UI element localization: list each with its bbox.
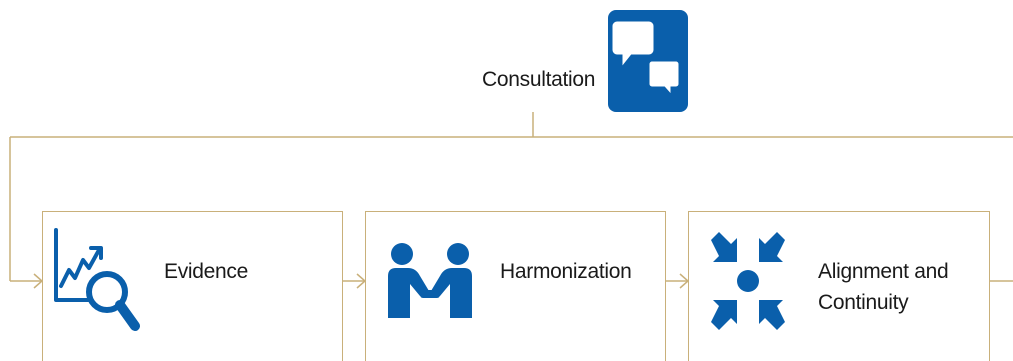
chart-magnifier-icon [51, 228, 141, 343]
evidence-box: Evidence [42, 211, 343, 361]
alignment-continuity-box: Alignment and Continuity [688, 211, 990, 361]
alignment-continuity-label: Alignment and Continuity [818, 260, 949, 314]
speech-bubbles-icon [608, 10, 688, 117]
harmonization-box: Harmonization [365, 211, 666, 361]
harmonization-label: Harmonization [500, 260, 632, 283]
evidence-label: Evidence [164, 260, 248, 283]
handshake-icon [388, 242, 472, 323]
converging-arrows-icon [707, 228, 789, 339]
consultation-label: Consultation [482, 68, 596, 91]
